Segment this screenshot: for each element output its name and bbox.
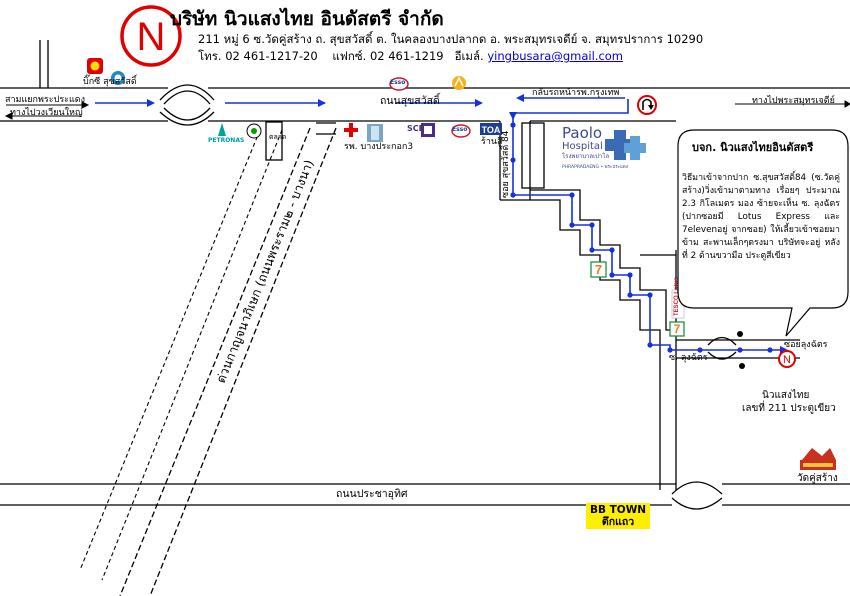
hospital-cross-icon: [344, 123, 383, 142]
bridge-icon-bottom-1: [671, 481, 723, 495]
esso-label-bottom: Esso: [452, 126, 468, 133]
fax-text: แฟกซ์. 02 461-1219: [332, 49, 444, 63]
company-logo-icon: N: [120, 5, 182, 67]
svg-text:7: 7: [674, 322, 681, 336]
bridge-icon-top-1: [159, 84, 215, 101]
uturn-label: กลับรถหน้ารพ.กรุงเทพ: [532, 88, 620, 98]
bbtown-line2: ตึกแถว: [601, 516, 635, 528]
phone-text: โทร. 02 461-1217-20: [198, 49, 318, 63]
svg-text:TOA: TOA: [482, 125, 501, 135]
direction-right: ทางไปพระสมุทรเจดีย์: [752, 96, 835, 106]
market-label: ตลาด: [269, 133, 287, 141]
bridge-icon-bottom-2: [671, 497, 723, 510]
toa-label: ร้านสี: [481, 137, 503, 147]
uturn-sign-icon: [637, 95, 657, 115]
soi-lungchat-label: ซ. ลุงฉัตร: [669, 353, 708, 363]
bigc-label: บิ๊กซี สุขสวัสดิ์: [83, 77, 137, 87]
seven-eleven-logo-icon: 7 7: [590, 261, 685, 337]
svg-text:TESCO Lotus: TESCO Lotus: [674, 277, 680, 316]
paolo-hospital-logo-icon: [605, 130, 646, 160]
bbtown-label: BB TOWN ตึกแถว: [586, 503, 650, 529]
toa-logo-icon: TOA: [480, 123, 502, 135]
esso-label-top: Esso: [390, 79, 406, 86]
pttl-logo-icon: [452, 76, 466, 90]
svg-text:N: N: [783, 354, 791, 366]
route-dots: [510, 122, 773, 353]
company-address: 211 หมู่ 6 ซ.วัดคู่สร้าง ถ. สุขสวัสดิ์ ต…: [198, 32, 704, 46]
soi-lungchat-short-label: ซอยลุงฉัตร: [784, 340, 828, 350]
paolo-thai-name: โรงพยาบาลเปาโล: [562, 153, 610, 160]
info-callout-box: [677, 129, 849, 337]
scb-label: SCB: [407, 124, 425, 133]
paolo-name-line1: Paolo: [562, 124, 603, 142]
bigc-logo-icon: [87, 58, 125, 85]
scb-logo-icon: [421, 123, 435, 137]
paolo-name-line2: Hospital: [562, 141, 603, 152]
company-site-line2: เลขที่ 211 ประตูเขียว: [742, 403, 836, 414]
expressway-right-edge: [149, 127, 337, 596]
temple-icon: [800, 448, 836, 470]
company-name: บริษัท นิวแสงไทย อินดัสตรี จำกัด: [170, 8, 444, 30]
petronas-logo-icon: [218, 123, 262, 139]
soi-84-label: ซอย สุขสวัสดิ์ 84: [498, 130, 511, 198]
road-bottom-label: ถนนประชาอุทิศ: [336, 488, 408, 500]
hospital-prakarn-label: รพ. บางประกอก3: [344, 142, 414, 152]
wat-label: วัดคู่สร้าง: [797, 473, 838, 484]
svg-text:N: N: [137, 15, 166, 59]
paolo-sub-name: PHRAPRADAENG • พระประแดง: [562, 165, 629, 170]
info-title: บจก. นิวแสงไทยอินดัสตรี: [692, 141, 814, 154]
expressway-label: ด่วนกาญจนาภิเษก (ถนนพระราม๒ - บางนา): [213, 157, 317, 385]
email-label: อีเมล์.: [454, 49, 484, 63]
company-site-line1: นิวแสงไทย: [762, 390, 810, 401]
company-contact: โทร. 02 461-1217-20 แฟกซ์. 02 461-1219 อ…: [198, 48, 623, 66]
info-body: วิธีมาเข้าจากปาก ซ.สุขสวัสดิ์84 (ซ.วัดคู…: [682, 173, 840, 261]
destination-marker-icon: N: [778, 350, 796, 368]
road-top-label: ถนนสุขสวัสดิ์: [380, 95, 440, 107]
direction-left-top: สามแยกพระประแดง: [5, 95, 86, 105]
bbtown-line1: BB TOWN: [589, 504, 647, 516]
petronas-label: PETRONAS: [208, 137, 245, 144]
bridge-icon-top-2: [159, 111, 215, 126]
expressway-left-edge: [119, 127, 311, 596]
direction-left-bottom: ทางไปวงเวียนใหญ่: [10, 108, 83, 118]
email-link[interactable]: yingbusara@gmail.com: [487, 49, 624, 63]
svg-text:7: 7: [595, 262, 602, 277]
esso-logo-icon: [389, 77, 471, 138]
